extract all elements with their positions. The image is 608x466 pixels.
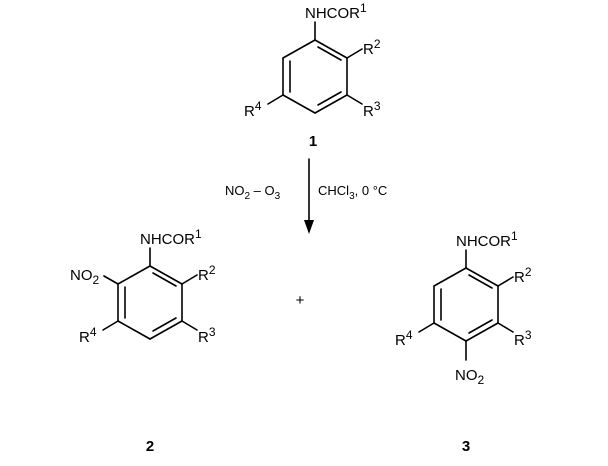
compound-2-r3-label: R3 — [198, 325, 216, 346]
compound-2-number: 2 — [146, 438, 154, 455]
compound-2-ring — [102, 247, 198, 340]
compound-1-r3-label: R3 — [363, 99, 381, 120]
compound-3: NHCOR1 R2 R3 R4 NO2 3 — [395, 229, 532, 455]
conditions-label: CHCl3, 0 °C — [318, 183, 387, 202]
compound-1: NHCOR1 R2 R3 R4 1 — [244, 1, 381, 150]
compound-3-number: 3 — [462, 438, 470, 455]
reaction-arrow — [304, 158, 314, 234]
plus-sign: + — [296, 292, 305, 309]
compound-2-r2-label: R2 — [198, 263, 216, 284]
compound-1-number: 1 — [309, 133, 317, 150]
compound-3-ring — [418, 249, 514, 361]
compound-3-r4-label: R4 — [395, 328, 413, 349]
compound-2-r4-label: R4 — [79, 325, 97, 346]
compound-1-ring — [267, 21, 363, 114]
compound-2: NHCOR1 NO2 R2 R3 R4 2 — [70, 227, 216, 455]
reagent-label: NO2 – O3 — [225, 183, 281, 202]
compound-1-nhcor-label: NHCOR1 — [305, 1, 367, 22]
compound-1-r4-label: R4 — [244, 99, 262, 120]
compound-2-nhcor-label: NHCOR1 — [140, 227, 202, 248]
compound-2-no2-label: NO2 — [70, 267, 100, 287]
compound-3-r3-label: R3 — [514, 328, 532, 349]
compound-3-no2-label: NO2 — [455, 367, 485, 387]
compound-3-r2-label: R2 — [514, 265, 532, 286]
compound-1-r2-label: R2 — [363, 37, 381, 58]
compound-3-nhcor-label: NHCOR1 — [456, 229, 518, 250]
